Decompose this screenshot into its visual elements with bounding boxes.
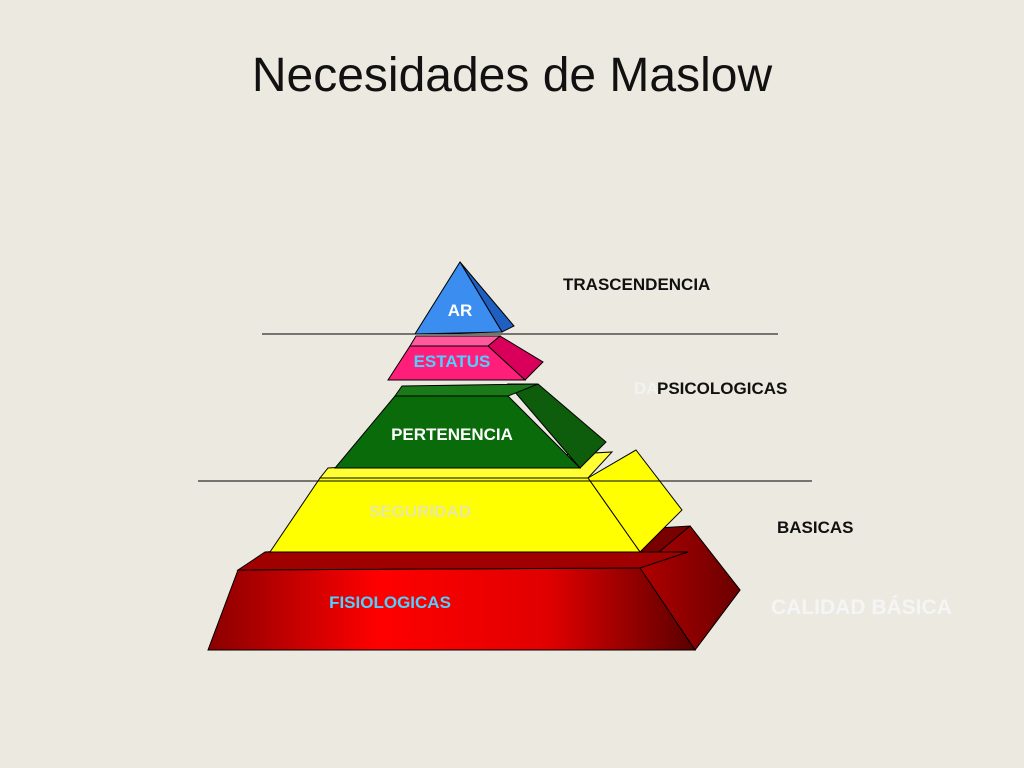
side-label-basicas: BASICAS (777, 518, 854, 537)
level-label-fisiologicas: FISIOLOGICAS (329, 593, 451, 612)
level-estatus: ESTATUS (387, 335, 544, 381)
side-label-trascendencia: TRASCENDENCIA (563, 275, 710, 294)
side-label-calidad-basica: CALIDAD BÁSICA (771, 596, 952, 619)
level-pertenencia: PERTENENCIA (333, 383, 607, 469)
level-label-pertenencia: PERTENENCIA (391, 425, 513, 444)
level-label-ar: AR (448, 301, 473, 320)
side-label-psicologicas-prefix: DA (634, 379, 659, 398)
level-label-estatus: ESTATUS (414, 352, 491, 371)
slide-title: Necesidades de Maslow (251, 49, 773, 102)
level-fisiologicas: FISIOLOGICAS (207, 525, 741, 651)
level-label-seguridad: SEGURIDAD (369, 502, 471, 521)
level-ar: AR (414, 261, 515, 335)
level-seguridad: SEGURIDAD (269, 449, 683, 553)
side-label-psicologicas: PSICOLOGICAS (657, 379, 787, 398)
